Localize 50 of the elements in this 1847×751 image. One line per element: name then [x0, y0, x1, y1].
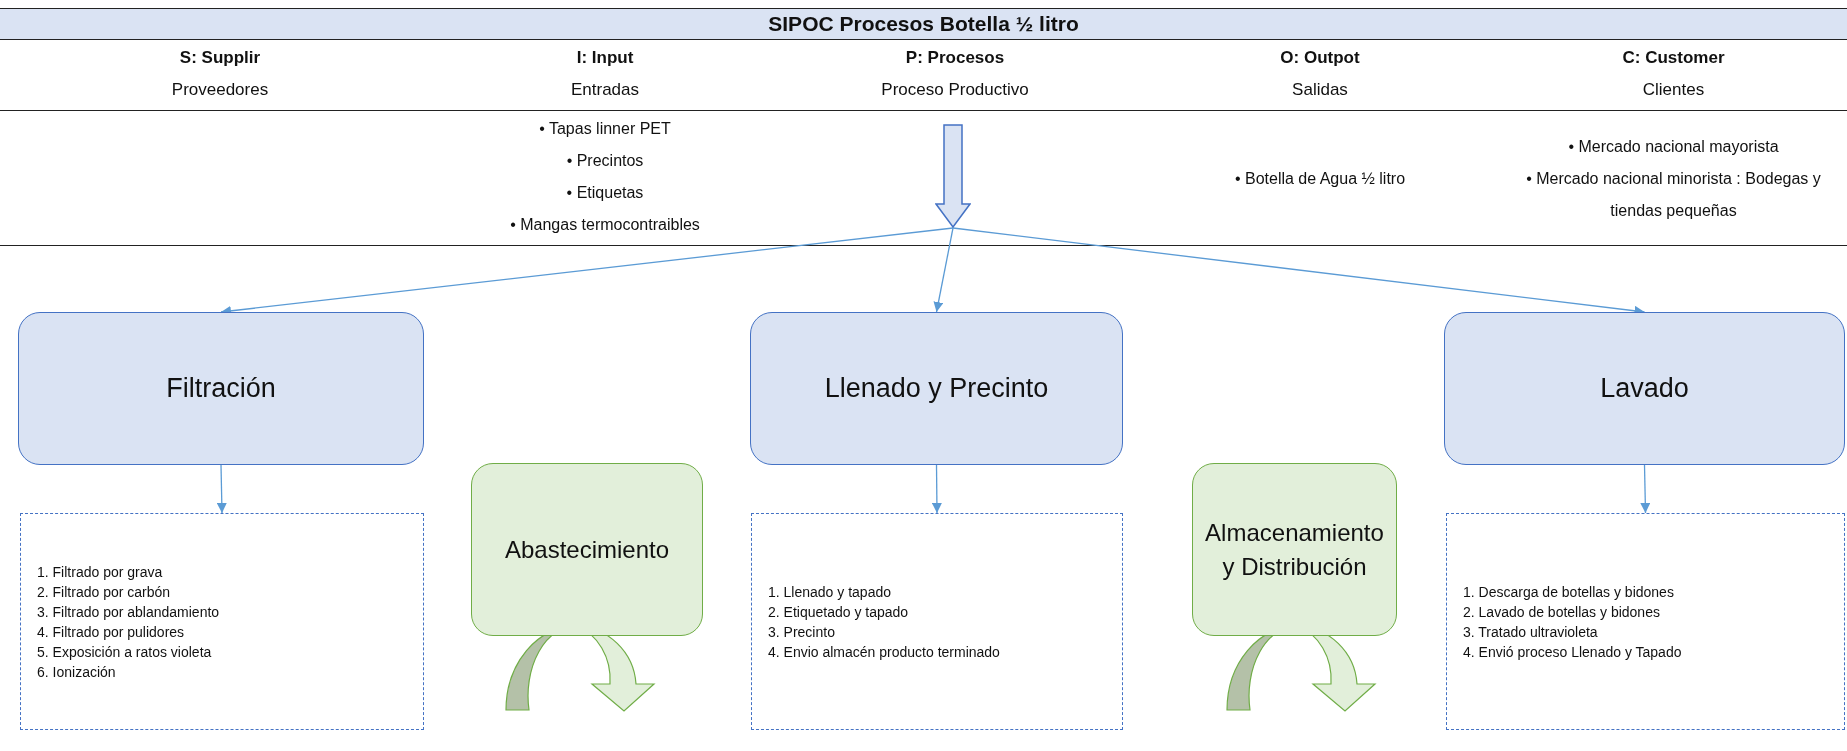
column-header: S: Supplir	[179, 47, 261, 69]
column-subheader: Proceso Productivo	[881, 79, 1029, 101]
box-title: Lavado	[1600, 372, 1689, 406]
list-item: 4. Envio almacén producto terminado	[768, 642, 1001, 662]
process-box	[750, 312, 1123, 465]
connector-arrow	[216, 464, 227, 514]
table-entry: • Botella de Agua ½ litro	[1234, 168, 1406, 189]
list-item: 5. Exposición a ratos violeta	[37, 642, 213, 662]
column-header: O: Outpot	[1280, 47, 1360, 69]
box-title: Abastecimiento	[504, 534, 670, 565]
column-header: C: Customer	[1622, 47, 1725, 69]
column-subheader: Proveedores	[171, 79, 269, 101]
connector-arrow	[933, 227, 954, 313]
column-header: I: Input	[576, 47, 634, 69]
table-entry: • Mercado nacional mayorista	[1568, 136, 1779, 157]
support-box	[471, 463, 703, 636]
list-item: 4. Envió proceso Llenado y Tapado	[1463, 642, 1683, 662]
list-item: 2. Etiquetado y tapado	[768, 602, 910, 622]
list-item: 2. Lavado de botellas y bidones	[1463, 602, 1661, 622]
block-arrow	[935, 124, 971, 228]
connector-arrow	[1640, 464, 1651, 514]
process-box	[18, 312, 424, 465]
support-box	[1192, 463, 1397, 636]
process-box	[1444, 312, 1845, 465]
column-subheader: Salidas	[1292, 79, 1348, 101]
table-entry: • Precintos	[566, 151, 644, 171]
list-item: 1. Llenado y tapado	[768, 582, 892, 602]
connector-arrow	[931, 464, 942, 514]
step-list-box	[751, 513, 1123, 730]
list-item: 6. Ionización	[37, 662, 117, 682]
list-item: 3. Filtrado por ablandamiento	[37, 602, 221, 622]
table-entry: • Etiquetas	[566, 183, 644, 203]
column-subheader: Entradas	[570, 79, 639, 101]
list-item: 2. Filtrado por carbón	[37, 582, 172, 602]
list-item: 1. Descarga de botellas y bidones	[1463, 582, 1675, 602]
step-list-box	[20, 513, 424, 730]
box-title: Filtración	[166, 372, 276, 406]
step-list-box	[1446, 513, 1845, 730]
list-item: 4. Filtrado por pulidores	[37, 622, 186, 642]
table-entry: • Tapas linner PET	[539, 119, 671, 139]
box-title: Llenado y Precinto	[824, 372, 1049, 406]
list-item: 3. Tratado ultravioleta	[1463, 622, 1599, 642]
table-entry: • Mercado nacional minorista : Bodegas y tiendas pequeñas	[1525, 168, 1822, 221]
list-item: 1. Filtrado por grava	[37, 562, 164, 582]
list-item: 3. Precinto	[768, 622, 836, 642]
column-subheader: Clientes	[1642, 79, 1705, 101]
box-title: Almacenamiento y Distribución	[1205, 517, 1384, 582]
table-entry: • Mangas termocontraibles	[510, 215, 700, 235]
column-header: P: Procesos	[905, 47, 1005, 69]
title-bar: SIPOC Procesos Botella ½ litro	[0, 8, 1847, 40]
